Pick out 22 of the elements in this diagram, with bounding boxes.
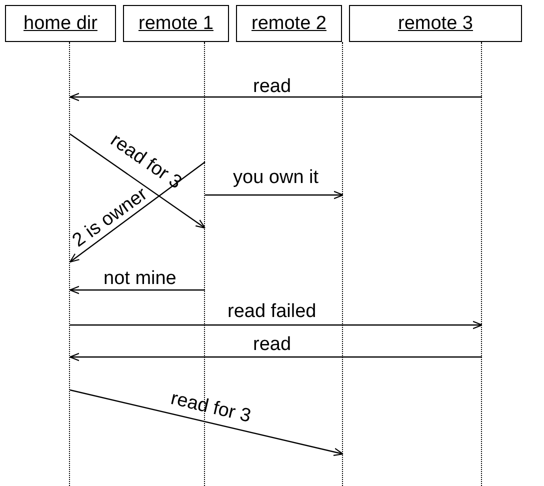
edge-label: read: [253, 335, 292, 355]
message-arrow: [70, 320, 483, 330]
participant-box: remote 1: [123, 5, 229, 42]
edge-label: read failed: [228, 302, 316, 322]
message-arrow: [69, 286, 205, 294]
edge-label: not mine: [104, 269, 176, 289]
edge-label: read: [253, 77, 292, 97]
lifeline: [69, 42, 70, 486]
message-arrow: [69, 92, 482, 102]
message-arrow: [69, 352, 482, 362]
message-arrow: [205, 190, 344, 200]
edge-label: read for 3: [168, 388, 252, 428]
lifeline: [342, 42, 343, 486]
participant-box: remote 2: [236, 5, 342, 42]
message-arrow: [69, 162, 206, 263]
message-arrow: [70, 389, 344, 456]
edge-label: you own it: [233, 168, 319, 188]
participant-box: remote 3: [349, 5, 522, 42]
lifeline: [481, 42, 482, 486]
lifeline: [204, 42, 205, 486]
participant-box: home dir: [5, 5, 116, 42]
message-arrow: [70, 134, 206, 229]
